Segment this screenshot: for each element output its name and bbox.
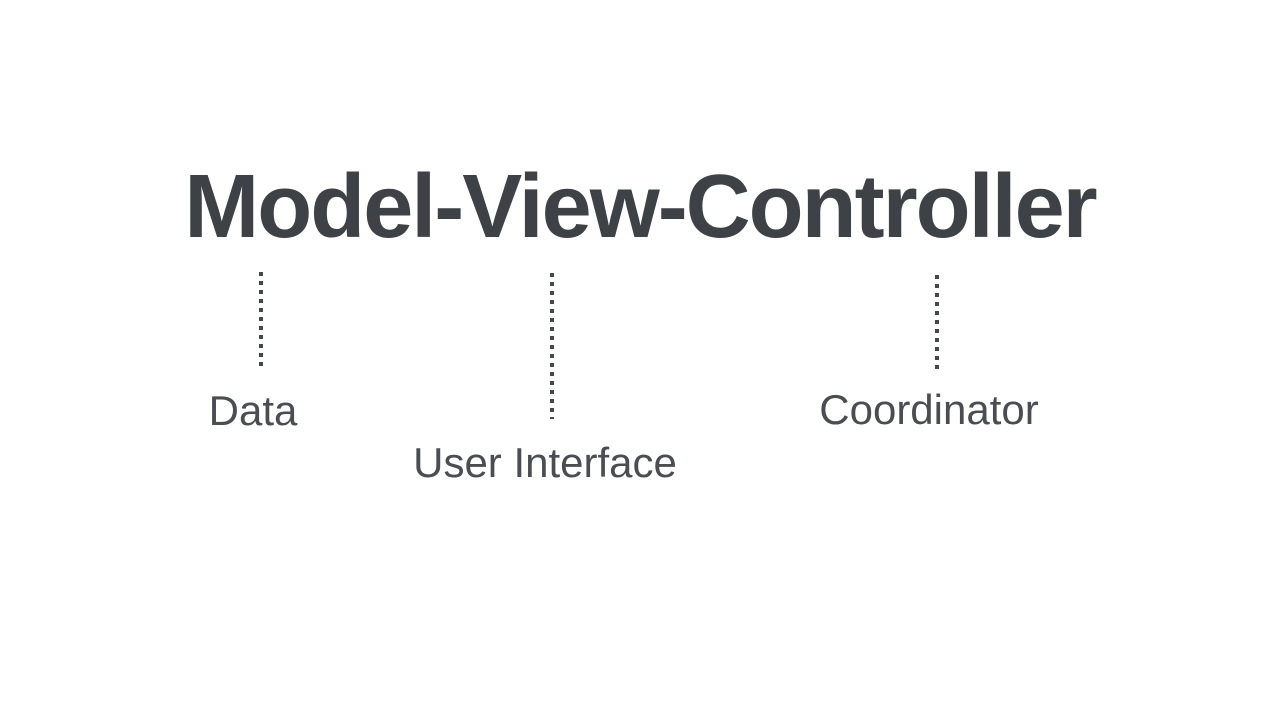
dotted-connector-controller xyxy=(935,275,939,369)
label-coordinator: Coordinator xyxy=(819,386,1039,433)
dotted-connector-model xyxy=(259,272,263,369)
dotted-connector-view xyxy=(550,273,554,419)
label-data: Data xyxy=(208,387,298,434)
diagram-title: Model-View-Controller xyxy=(184,157,1097,257)
label-user-interface: User Interface xyxy=(413,439,677,486)
